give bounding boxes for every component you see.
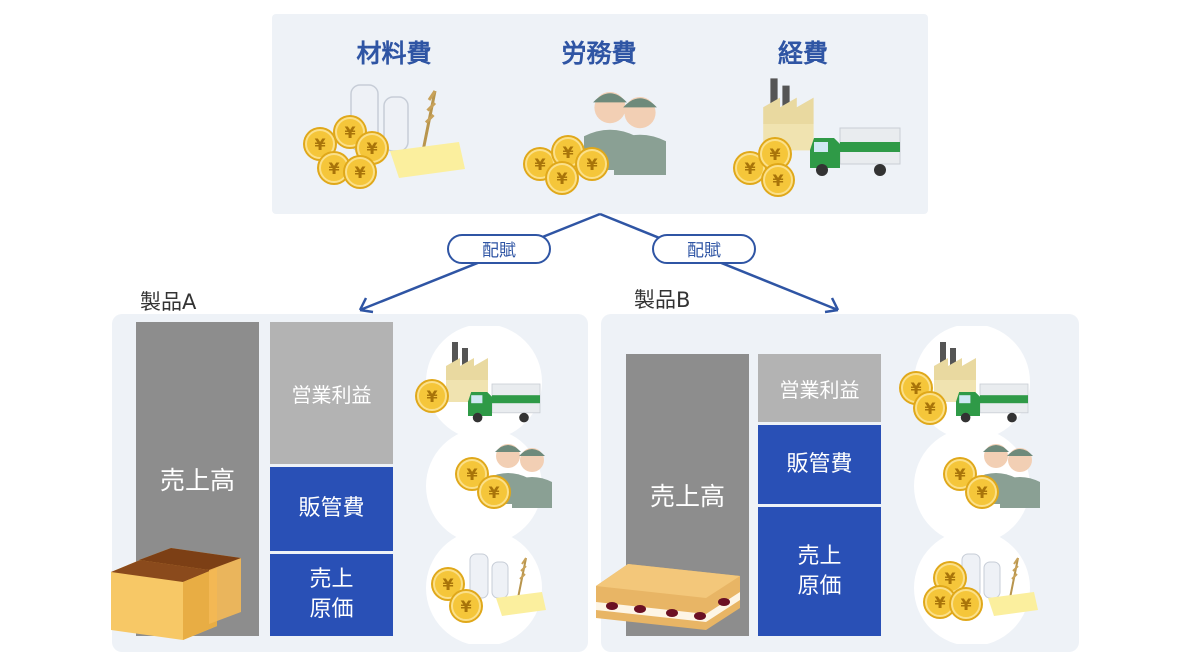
product-a-label: 製品A [140,290,197,314]
product-b-sga-bar: 販管費 [758,425,881,504]
product-b-operating-profit-bar: 営業利益 [758,354,881,422]
castella-cake-icon [111,548,241,640]
allocation-label-b: 配賦 [652,234,756,264]
sandwich-cookie-icon [596,564,740,630]
material-cost-title: 材料費 [356,39,432,68]
product-b-cost-icons [898,326,1040,644]
expense-title: 経費 [777,39,828,68]
product-b-label: 製品B [634,288,691,312]
product-a-sga-bar: 販管費 [270,467,393,551]
product-b-cogs-bar: 売上 原価 [758,507,881,636]
product-a-cogs-bar: 売上 原価 [270,554,393,636]
product-a-operating-profit-bar: 営業利益 [270,322,393,464]
allocation-label-a: 配賦 [447,234,551,264]
labor-cost-title: 労務費 [561,39,637,68]
product-a-cost-icons [414,326,552,644]
